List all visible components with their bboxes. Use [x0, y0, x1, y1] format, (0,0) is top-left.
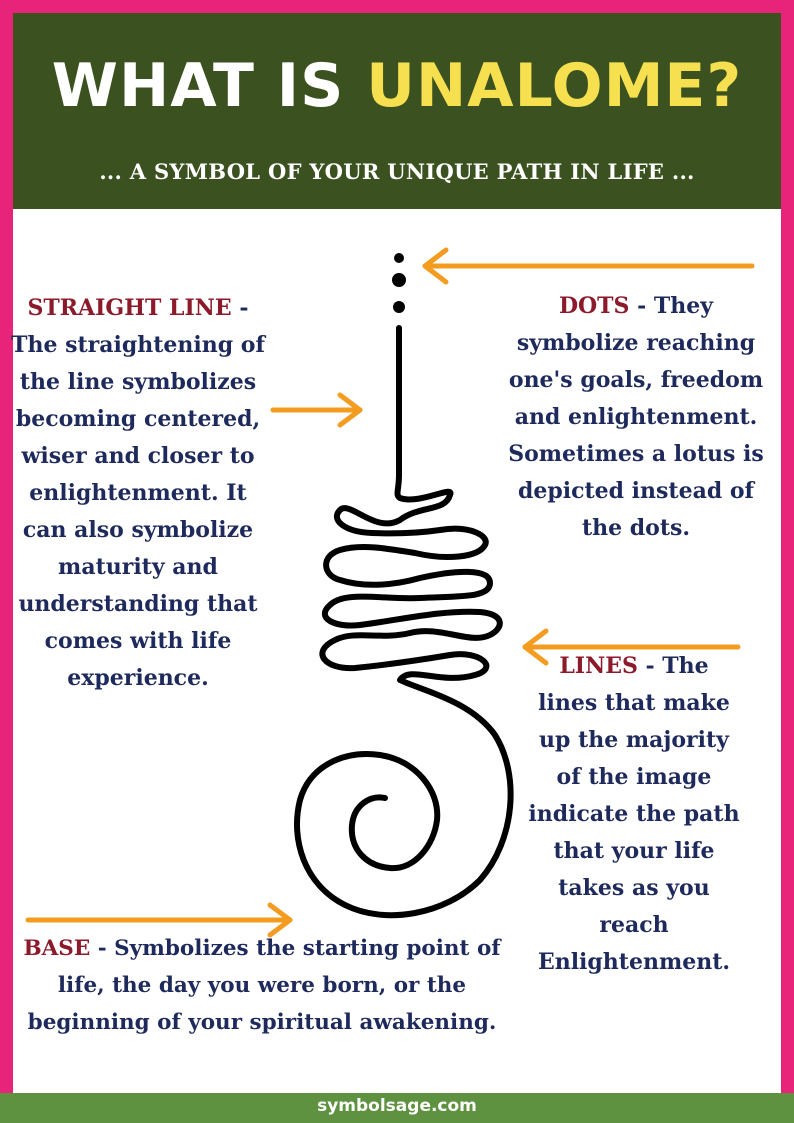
unalome-dots — [392, 253, 406, 313]
title-highlight: UNALOME? — [366, 51, 743, 121]
straight-line-description: STRAIGHT LINE - The straightening of the… — [8, 290, 268, 697]
header-banner: WHAT IS UNALOME? ... A SYMBOL OF YOUR UN… — [13, 13, 781, 209]
arrows — [25, 247, 755, 938]
infographic-card: WHAT IS UNALOME? ... A SYMBOL OF YOUR UN… — [13, 13, 781, 1093]
arrow-icon-lines — [522, 628, 741, 666]
unalome-path — [294, 325, 514, 919]
arrow-icon-base — [25, 902, 293, 938]
term-dots: DOTS — [558, 293, 630, 319]
arrow-icon-straight-line — [270, 392, 363, 428]
dots-description: DOTS - They symbolize reaching one's goa… — [506, 288, 766, 547]
base-text: - Symbolizes the starting point of life,… — [27, 936, 501, 1035]
arrow-icon-dots — [422, 247, 755, 285]
title-text: WHAT IS — [51, 51, 367, 121]
straight-line-text: - The straightening of the line symboliz… — [11, 295, 265, 691]
footer-site-link[interactable]: symbolsage.com — [0, 1093, 794, 1123]
term-base: BASE — [23, 936, 91, 961]
term-straight-line: STRAIGHT LINE — [27, 295, 232, 321]
lines-description: LINES - The lines that make up the major… — [528, 648, 740, 981]
lines-text: - The lines that make up the majority of… — [528, 653, 740, 975]
dots-text: - They symbolize reaching one's goals, f… — [508, 293, 764, 541]
base-description: BASE - Symbolizes the starting point of … — [6, 930, 518, 1041]
page-title: WHAT IS UNALOME? — [13, 51, 781, 121]
page-subtitle: ... A SYMBOL OF YOUR UNIQUE PATH IN LIFE… — [99, 159, 695, 184]
term-lines: LINES — [559, 653, 638, 679]
